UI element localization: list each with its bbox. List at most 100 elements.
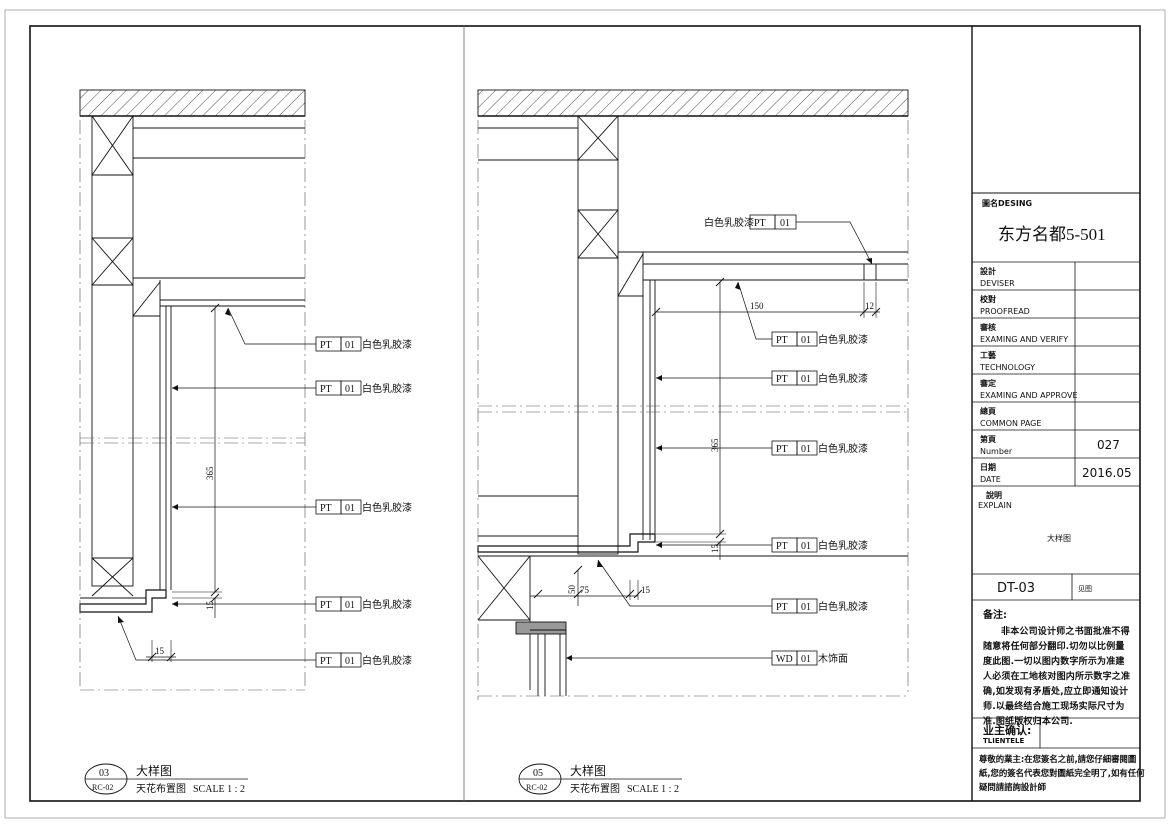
svg-text:EXAMING AND APPROVE: EXAMING AND APPROVE <box>980 391 1078 400</box>
svg-text:PT: PT <box>320 503 332 514</box>
detail-title: 大样图 <box>136 763 172 778</box>
detail-03-callouts: PT 01 白色乳胶漆 PT 01 白色乳胶漆 PT 01 白色乳胶漆 PT 0… <box>315 336 412 668</box>
svg-text:DEVISER: DEVISER <box>980 279 1015 288</box>
info-row: 工藝 TECHNOLOGY <box>979 350 1035 372</box>
info-row: 總頁 COMMON PAGE <box>980 406 1041 428</box>
detail-03-title: 03 RC-02 大样图 天花布置图 SCALE 1 : 2 <box>84 763 248 795</box>
callout-tag: PT 01 白色乳胶漆 <box>315 499 412 515</box>
svg-text:01: 01 <box>345 503 355 514</box>
owner-notice: 尊敬的業主:在您簽名之前,請您仔細審閱圖紙,您的簽名代表您對圖紙完全明了,如有任… <box>979 754 1145 792</box>
owner-confirm-label: 业主确认: <box>983 723 1031 737</box>
callout-tag: PT 01 白色乳胶漆 <box>315 336 412 352</box>
svg-text:白色乳胶漆: 白色乳胶漆 <box>818 333 868 346</box>
info-row: 設計 DEVISER <box>980 266 1015 288</box>
detail-05-arrows <box>566 258 872 661</box>
callout-tag: PT 01 白色乳胶漆 <box>771 331 868 347</box>
info-row: 審核 EXAMING AND VERIFY <box>979 322 1068 344</box>
detail-05-callouts: 白色乳胶漆 PT 01 PT 01 白色乳胶漆 PT 01 白色乳胶漆 PT 0… <box>704 214 868 666</box>
detail-scale: SCALE 1 : 2 <box>193 784 245 795</box>
svg-text:第頁: 第頁 <box>980 434 996 444</box>
dim-label: 12 <box>865 301 874 311</box>
explain-label-zh: 說明 <box>986 490 1002 500</box>
dim-label: 150 <box>750 301 764 311</box>
svg-text:01: 01 <box>345 384 355 395</box>
detail-03-dimension-labels: 365 15 15 <box>155 466 215 656</box>
detail-ref: RC-02 <box>92 783 113 792</box>
explain-value: 大样图 <box>1047 533 1071 543</box>
svg-text:總頁: 總頁 <box>980 406 996 416</box>
svg-text:白色乳胶漆: 白色乳胶漆 <box>818 600 868 613</box>
detail-title: 大样图 <box>570 763 606 778</box>
detail-05-drawing <box>477 89 909 700</box>
inner-border <box>29 25 1141 802</box>
svg-text:設計: 設計 <box>980 266 996 276</box>
callout-tag: PT 01 白色乳胶漆 <box>315 380 412 396</box>
owner-confirm-label-en: TLIENTELE <box>983 737 1024 745</box>
svg-text:PT: PT <box>754 218 766 229</box>
svg-text:01: 01 <box>345 340 355 351</box>
svg-text:PT: PT <box>776 335 788 346</box>
callout-tag: PT 01 白色乳胶漆 <box>771 440 868 456</box>
svg-text:白色乳胶漆: 白色乳胶漆 <box>362 654 412 667</box>
info-row: 第頁 Number 027 <box>980 434 1120 456</box>
project-name: 东方名都5-501 <box>998 225 1106 244</box>
svg-text:PT: PT <box>776 444 788 455</box>
callout-tag: PT 01 白色乳胶漆 <box>771 598 868 614</box>
svg-text:TECHNOLOGY: TECHNOLOGY <box>979 363 1035 372</box>
dim-label: 50 <box>567 585 577 595</box>
notes-body: 非本公司设计师之书面批准不得随意将任何部分翻印.切勿以比例量度此图.一切以图内数… <box>983 627 1131 727</box>
callout-tag: PT 01 白色乳胶漆 <box>315 652 412 668</box>
outer-border <box>4 9 1166 819</box>
svg-text:01: 01 <box>801 541 811 552</box>
detail-scale: SCALE 1 : 2 <box>627 784 679 795</box>
svg-text:白色乳胶漆: 白色乳胶漆 <box>362 598 412 611</box>
svg-text:01: 01 <box>345 600 355 611</box>
info-value-date: 2016.05 <box>1082 466 1132 480</box>
svg-text:白色乳胶漆: 白色乳胶漆 <box>362 382 412 395</box>
info-value-page-number: 027 <box>1097 438 1120 452</box>
svg-text:01: 01 <box>801 374 811 385</box>
detail-number: 05 <box>533 768 543 779</box>
svg-text:01: 01 <box>801 335 811 346</box>
svg-text:白色乳胶漆: 白色乳胶漆 <box>818 372 868 385</box>
svg-text:01: 01 <box>801 654 811 665</box>
svg-text:白色乳胶漆: 白色乳胶漆 <box>818 442 868 455</box>
svg-text:Number: Number <box>980 447 1013 456</box>
dim-label: 15 <box>710 544 720 554</box>
svg-text:校對: 校對 <box>980 294 996 304</box>
svg-text:PT: PT <box>320 600 332 611</box>
dim-label: 15 <box>641 585 651 595</box>
detail-05-dimension-labels: 150 12 365 15 50 75 15 <box>567 301 874 595</box>
svg-text:PT: PT <box>320 340 332 351</box>
svg-text:COMMON PAGE: COMMON PAGE <box>980 419 1041 428</box>
detail-number: 03 <box>99 768 109 779</box>
callout-tag: WD 01 木饰面 <box>771 650 848 666</box>
callout-tag: PT 01 白色乳胶漆 <box>771 537 868 553</box>
notes-title: 备注: <box>983 610 1007 621</box>
svg-text:01: 01 <box>345 656 355 667</box>
svg-text:審核: 審核 <box>979 322 996 332</box>
svg-text:01: 01 <box>780 218 790 229</box>
detail-05-title: 05 RC-02 大样图 天花布置图 SCALE 1 : 2 <box>518 763 682 795</box>
drawing-number-suffix: 见图 <box>1078 585 1092 593</box>
dim-label: 365 <box>205 466 215 480</box>
detail-subtitle: 天花布置图 <box>136 782 186 795</box>
svg-text:WD: WD <box>776 654 793 665</box>
svg-text:木饰面: 木饰面 <box>818 652 848 665</box>
svg-text:白色乳胶漆: 白色乳胶漆 <box>362 501 412 514</box>
svg-text:白色乳胶漆: 白色乳胶漆 <box>818 539 868 552</box>
title-block: 圖名DESING 东方名都5-501 設計 DEVISER <box>972 192 1140 749</box>
svg-text:PT: PT <box>776 541 788 552</box>
detail-03-drawing <box>79 89 316 691</box>
callout-tag: PT 01 白色乳胶漆 <box>315 596 412 612</box>
dim-label: 365 <box>710 438 720 452</box>
svg-text:DATE: DATE <box>980 475 1001 484</box>
svg-text:PT: PT <box>776 602 788 613</box>
detail-subtitle: 天花布置图 <box>570 782 620 795</box>
svg-text:01: 01 <box>801 444 811 455</box>
svg-text:01: 01 <box>801 602 811 613</box>
detail-03-arrows <box>118 308 231 623</box>
svg-text:工藝: 工藝 <box>980 350 996 360</box>
concrete-slab <box>477 89 909 117</box>
